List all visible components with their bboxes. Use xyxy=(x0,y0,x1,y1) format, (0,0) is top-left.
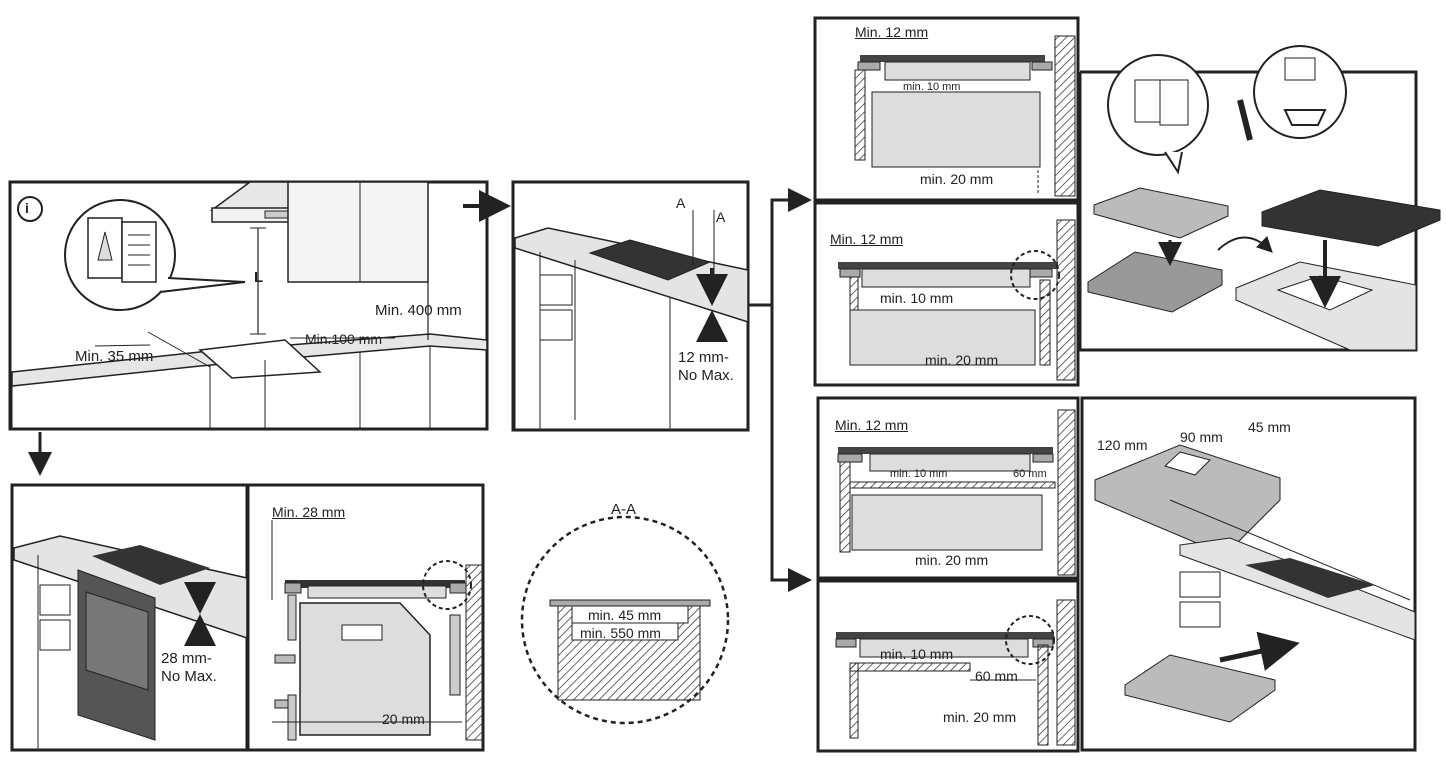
label-p1-min20: min. 20 mm xyxy=(920,171,994,187)
label-hood-distance: L xyxy=(254,269,264,286)
label-min-100: Min.100 mm xyxy=(305,331,383,347)
panel-oven-below xyxy=(10,483,249,752)
panel-clearance-1 xyxy=(813,16,1080,202)
label-no-max-a: No Max. xyxy=(678,367,734,384)
label-min-400: Min. 400 mm xyxy=(375,302,462,319)
label-section-a-left: A xyxy=(676,195,686,211)
label-p3-min10: min. 10 mm xyxy=(890,468,948,480)
label-p2-min10: min. 10 mm xyxy=(880,290,954,306)
label-thickness-28: 28 mm- xyxy=(161,650,212,667)
flow-arrows xyxy=(28,188,812,592)
label-p4-60: 60 mm xyxy=(975,668,1018,684)
label-section-a-right: A xyxy=(716,209,726,225)
label-dim-90: 90 mm xyxy=(1180,429,1223,445)
info-icon: i xyxy=(25,200,29,216)
label-min-550: min. 550 mm xyxy=(580,625,661,641)
label-p2-min20: min. 20 mm xyxy=(925,352,999,368)
label-min-35: Min. 35 mm xyxy=(75,348,154,365)
label-p3-60: 60 mm xyxy=(1013,468,1047,480)
label-min-45: min. 45 mm xyxy=(588,607,662,623)
label-thickness-12: 12 mm- xyxy=(678,349,729,366)
label-dist-20: 20 mm xyxy=(382,711,425,727)
label-p4-min20: min. 20 mm xyxy=(943,709,1017,725)
label-p3-min12: Min. 12 mm xyxy=(835,417,909,433)
label-p1-min10: min. 10 mm xyxy=(903,81,961,93)
label-section-aa: A-A xyxy=(611,501,637,518)
label-p3-min20: min. 20 mm xyxy=(915,552,989,568)
panel-oven-section xyxy=(246,483,485,752)
panel-hood-clearance xyxy=(8,180,489,431)
label-p2-min12: Min. 12 mm xyxy=(830,231,904,247)
panel-cutout-corner xyxy=(1080,396,1417,752)
label-min-28: Min. 28 mm xyxy=(272,504,346,520)
panel-install-steps xyxy=(1078,45,1441,352)
label-dim-45: 45 mm xyxy=(1248,419,1291,435)
label-dim-120: 120 mm xyxy=(1097,437,1148,453)
panel-worktop-thickness xyxy=(511,180,750,432)
panel-clearance-3 xyxy=(816,396,1080,580)
panel-clearance-2 xyxy=(813,201,1080,387)
label-p4-min10: min. 10 mm xyxy=(880,646,954,662)
section-aa xyxy=(520,515,730,725)
panel-clearance-4 xyxy=(816,579,1080,753)
label-no-max-b: No Max. xyxy=(161,668,217,685)
label-p1-min12: Min. 12 mm xyxy=(855,24,929,40)
